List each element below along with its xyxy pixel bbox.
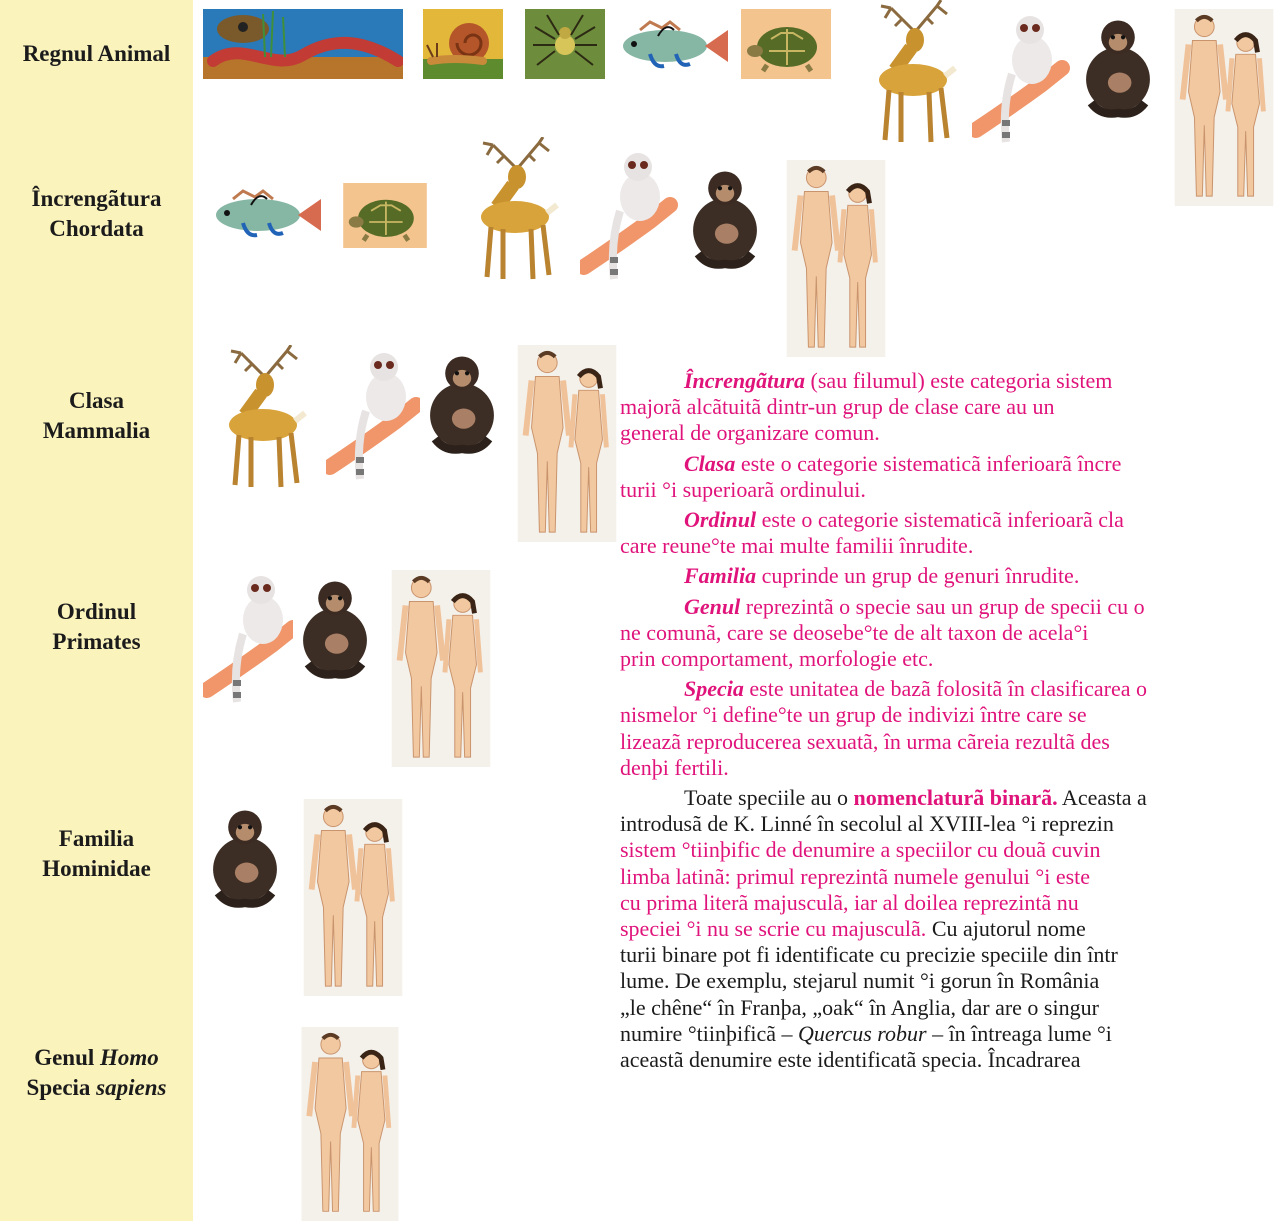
definition-genus: Genul reprezintã o specie sau un grup de…: [620, 594, 1276, 620]
lemur-illustration: [326, 347, 426, 487]
term-species: Specia: [684, 676, 744, 701]
definition-line: general de organizare comun.: [620, 420, 1276, 446]
definition-phylum: Încrengãtura (sau filumul) este categori…: [620, 368, 1276, 394]
definition-line: majorã alcãtuitã dintr-un grup de clase …: [620, 394, 1276, 420]
humans-illustration: [301, 799, 405, 996]
rank-order-name: Primates: [0, 627, 193, 657]
rank-class: Clasa Mammalia: [0, 386, 193, 446]
term-class: Clasa: [684, 451, 735, 476]
definition-line: este unitatea de bazã folositã în clasif…: [744, 676, 1147, 701]
worm-illustration: [203, 9, 403, 79]
chimpanzee-illustration: [683, 160, 767, 272]
turtle-illustration: [342, 183, 428, 248]
definition-line: prin comportament, morfologie etc.: [620, 646, 1276, 672]
definition-line: reprezintã o specie sau un grup de speci…: [740, 594, 1144, 619]
humans-illustration: [389, 570, 493, 767]
definition-class: Clasa este o categorie sistematicã infer…: [620, 451, 1276, 477]
nomenclature-highlight: nomenclaturã binarã.: [854, 785, 1058, 810]
rank-family: Familia Hominidae: [0, 824, 193, 884]
definition-line: ne comunã, care se deosebe°te de alt tax…: [620, 620, 1276, 646]
rank-species: Specia sapiens: [0, 1073, 193, 1103]
rank-kingdom: Regnul Animal: [0, 39, 193, 69]
nomenclature-line: „le chêne“ în Franþa, „oak“ în Anglia, d…: [620, 995, 1276, 1021]
spider-illustration: [525, 9, 605, 79]
fish-illustration: [610, 16, 730, 76]
lemur-illustration: [203, 570, 303, 710]
definition-line: (sau filumul) este categoria sistem: [805, 368, 1112, 393]
nomenclature-line: speciei °i nu se scrie cu majusculã. Cu …: [620, 916, 1276, 942]
nomenclature-line: Toate speciile au o: [684, 785, 854, 810]
deer-illustration: [205, 345, 325, 495]
definition-line: nismelor °i define°te un grup de indiviz…: [620, 702, 1276, 728]
nomenclature-line: – în întreaga lume °i: [927, 1021, 1112, 1046]
deer-illustration: [457, 137, 577, 287]
rank-family-name: Hominidae: [0, 854, 193, 884]
humans-illustration: [1172, 9, 1276, 206]
rank-phylum: Încrengãtura Chordata: [0, 184, 193, 244]
term-order: Ordinul: [684, 507, 756, 532]
definition-species: Specia este unitatea de bazã folositã în…: [620, 676, 1276, 702]
definitions-text: Încrengãtura (sau filumul) este categori…: [620, 368, 1276, 1073]
chimpanzee-illustration: [420, 345, 504, 457]
definition-line: este o categorie sistematicã inferioarã …: [756, 507, 1124, 532]
definition-line: cuprinde un grup de genuri înrudite.: [756, 563, 1079, 588]
nomenclature-line: Cu ajutorul nome: [926, 916, 1085, 941]
rank-order-label: Ordinul: [0, 597, 193, 627]
nomenclature-line: lume. De exemplu, stejarul numit °i goru…: [620, 968, 1276, 994]
rank-species-label: Specia: [27, 1075, 91, 1100]
lemur-illustration: [972, 10, 1072, 150]
rank-kingdom-label: Regnul Animal: [0, 39, 193, 69]
nomenclature-line: turii binare pot fi identificate cu prec…: [620, 942, 1276, 968]
lemur-illustration: [580, 147, 680, 287]
humans-illustration: [298, 1027, 402, 1221]
chimpanzee-illustration: [293, 570, 377, 682]
term-phylum: Încrengãtura: [684, 368, 805, 393]
nomenclature-line: introdusã de K. Linné în secolul al XVII…: [620, 811, 1276, 837]
fish-illustration: [203, 182, 323, 248]
rank-phylum-label: Încrengãtura: [0, 184, 193, 214]
nomenclature-line: speciei °i nu se scrie cu majusculã.: [620, 916, 926, 941]
nomenclature-line: limba latinã: primul reprezintã numele g…: [620, 864, 1276, 890]
rank-phylum-name: Chordata: [0, 214, 193, 244]
nomenclature-paragraph: Toate speciile au o nomenclaturã binarã.…: [620, 785, 1276, 811]
rank-genus: Genul Homo: [0, 1043, 193, 1073]
definition-line: lizeazã reproducerea sexuatã, în urma cã…: [620, 729, 1276, 755]
humans-illustration: [515, 345, 619, 542]
chimpanzee-illustration: [1076, 9, 1160, 121]
term-family: Familia: [684, 563, 756, 588]
definition-line: turii °i superioarã ordinului.: [620, 477, 1276, 503]
rank-species-name: sapiens: [96, 1075, 166, 1100]
deer-illustration: [855, 0, 975, 150]
rank-family-label: Familia: [0, 824, 193, 854]
nomenclature-line: sistem °tiinþific de denumire a speciilo…: [620, 837, 1276, 863]
definition-family: Familia cuprinde un grup de genuri înrud…: [620, 563, 1276, 589]
snail-illustration: [423, 9, 503, 79]
turtle-illustration: [741, 9, 831, 79]
scientific-name: Quercus robur: [798, 1021, 927, 1046]
rank-order: Ordinul Primates: [0, 597, 193, 657]
definition-order: Ordinul este o categorie sistematicã inf…: [620, 507, 1276, 533]
chimpanzee-illustration: [203, 799, 287, 911]
rank-genus-label: Genul: [34, 1045, 94, 1070]
nomenclature-line: numire °tiinþificã – Quercus robur – în …: [620, 1021, 1276, 1047]
rank-genus-species: Genul Homo Specia sapiens: [0, 1043, 193, 1103]
rank-class-label: Clasa: [0, 386, 193, 416]
term-genus: Genul: [684, 594, 740, 619]
nomenclature-line: aceastã denumire este identificatã speci…: [620, 1047, 1276, 1073]
definition-line: denþi fertili.: [620, 755, 1276, 781]
humans-illustration: [784, 160, 888, 357]
rank-class-name: Mammalia: [0, 416, 193, 446]
nomenclature-line: Aceasta a: [1058, 785, 1147, 810]
definition-line: este o categorie sistematicã inferioarã …: [735, 451, 1121, 476]
rank-genus-name: Homo: [100, 1045, 159, 1070]
nomenclature-line: cu prima literã majusculã, iar al doilea…: [620, 890, 1276, 916]
nomenclature-line: numire °tiinþificã –: [620, 1021, 798, 1046]
definition-line: care reune°te mai multe familii înrudite…: [620, 533, 1276, 559]
